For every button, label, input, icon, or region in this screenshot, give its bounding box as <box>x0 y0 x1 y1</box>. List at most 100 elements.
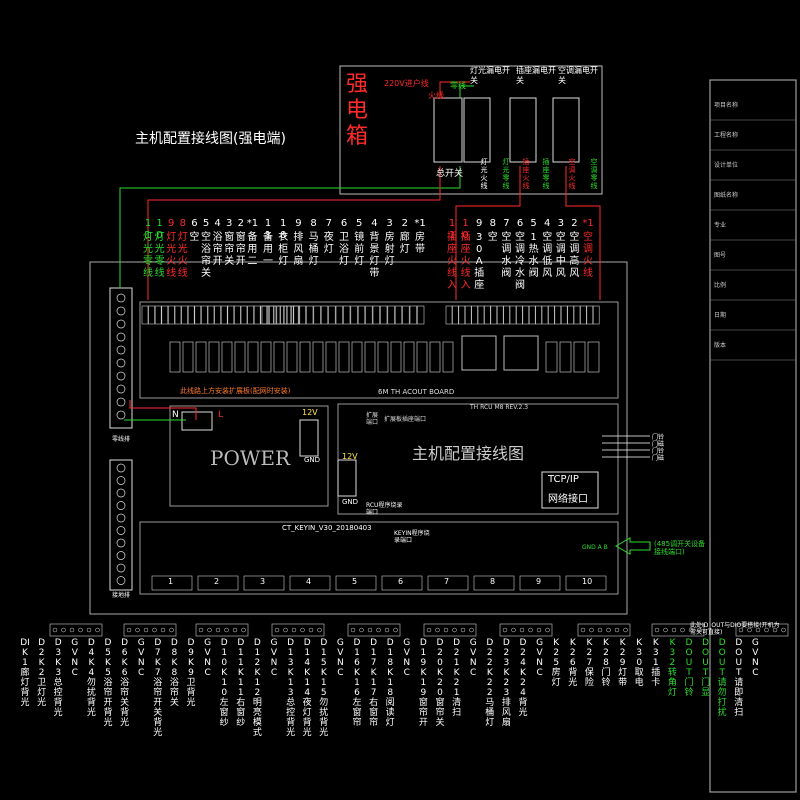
pin <box>597 627 603 633</box>
screw-terminal <box>320 305 329 325</box>
bar-screw <box>116 463 126 473</box>
pin <box>61 627 66 633</box>
bottom-terminal-label: D15 K15 勿扰背光 <box>319 638 329 738</box>
bottom-terminal-label: D10 K10 左窗纱 <box>219 638 229 728</box>
bottom-connector <box>735 623 789 637</box>
bottom-terminal-label: DOUT 门铃 <box>684 638 694 698</box>
v12-label-2: 12V <box>342 452 358 461</box>
pin <box>606 627 611 633</box>
keyin-connector <box>381 575 423 591</box>
zero-label: 零线 <box>450 81 466 90</box>
rcu-board <box>337 403 619 515</box>
relay <box>429 341 441 373</box>
panel-number: 10 <box>582 577 593 586</box>
terminal-label: 衣柜灯 <box>278 232 289 267</box>
pin <box>781 627 786 633</box>
relay <box>403 341 415 373</box>
terminal-number: 6 <box>191 218 198 229</box>
pin <box>589 627 594 633</box>
terminal-number: 8 <box>489 218 496 229</box>
bottom-terminal-label: DI K1 廊灯背光 <box>20 638 30 708</box>
pin <box>215 627 221 633</box>
pin <box>519 627 525 633</box>
bottom-terminal-label: D8 K8 浴帘关 <box>169 638 179 708</box>
keyin-connector <box>473 575 515 591</box>
relay-large <box>461 335 497 371</box>
screw-terminal <box>260 305 268 325</box>
screw-terminal <box>464 305 472 325</box>
screw-terminal <box>181 305 188 325</box>
ground-bar-label: 接地排 <box>112 592 131 599</box>
socket-zero-label: 插座零线 <box>542 158 550 190</box>
screw-terminal <box>214 305 221 325</box>
bottom-terminal-label: D4 K4 勿扰背光 <box>86 638 96 718</box>
screw-terminal <box>580 305 587 325</box>
bottom-terminal-label: DOUT 请勿打扰 <box>717 638 727 718</box>
screw-terminal <box>522 305 530 325</box>
terminal-label: 空浴帘关 <box>201 232 211 279</box>
bottom-connector <box>195 623 249 637</box>
pin <box>697 627 702 633</box>
screw-terminal <box>452 305 459 325</box>
bar-screw <box>116 306 126 316</box>
title-block-row: 项目名称 <box>714 102 739 109</box>
hint-text: 此线路上方安装扩展板(配网时安装) <box>180 387 291 395</box>
screw-terminal <box>174 305 182 325</box>
l-label: L <box>218 410 224 420</box>
panel-number: 3 <box>260 577 266 586</box>
title-block-row: 比例 <box>714 282 727 289</box>
bottom-terminal-label: D3 K3 总控背光 <box>53 638 63 718</box>
relay-board-outline <box>139 301 619 399</box>
screw-terminal <box>592 305 600 325</box>
screw-terminal <box>161 305 169 325</box>
pin <box>772 627 778 633</box>
bottom-terminal-label: D16 K16 左窗帘 <box>352 638 362 728</box>
screw-terminal <box>253 305 261 325</box>
pin <box>536 627 542 633</box>
screw-terminal <box>207 305 215 325</box>
bottom-terminal-label: GVNC <box>751 638 759 678</box>
psu-fire-wire <box>129 400 197 420</box>
pin <box>376 627 381 633</box>
incoming-fire <box>439 81 470 98</box>
screw-terminal <box>541 305 549 325</box>
gnd-label-1: GND <box>304 456 321 464</box>
terminal-number: 2 <box>401 218 408 229</box>
bottom-terminal-label: D23 K23 排风扇 <box>501 638 511 728</box>
pin <box>654 627 660 633</box>
screw-terminal <box>477 305 485 325</box>
net-label: 网络接口 <box>548 494 588 505</box>
pin <box>688 627 694 633</box>
pin <box>460 627 466 633</box>
terminal-label: 房带 <box>415 232 425 255</box>
bottom-connector <box>347 623 401 637</box>
bottom-terminal-label: K27 保险 <box>584 638 594 688</box>
v12-label-1: 12V <box>302 408 318 417</box>
n-l-terminal <box>181 411 213 431</box>
bottom-terminal-label: D9 K9 卫背光 <box>186 638 196 708</box>
bottom-terminal-label: K26 背光 <box>568 638 578 688</box>
bottom-terminal-label: D5 K5 浴帘开背光 <box>103 638 113 728</box>
bottom-terminal-label: D22 K22 马桶灯 <box>485 638 495 728</box>
pin <box>152 627 157 633</box>
relay <box>442 341 454 373</box>
terminal-label: 马桶灯 <box>308 232 319 267</box>
screw-terminal <box>350 305 358 325</box>
pin <box>528 627 533 633</box>
panel-number: 5 <box>352 577 358 586</box>
terminal-label: 灯光火线 <box>166 232 177 279</box>
keyin-connector <box>335 575 377 591</box>
relay <box>390 341 402 373</box>
keyin-connector <box>243 575 285 591</box>
screw-terminal <box>586 305 594 325</box>
keyin-connector <box>565 575 607 591</box>
pin <box>367 627 373 633</box>
screw-terminal <box>343 305 351 325</box>
bottom-terminal-label: GVNC <box>336 638 344 678</box>
screw-terminal <box>528 305 536 325</box>
relay <box>573 341 586 373</box>
relay <box>234 341 246 373</box>
panel-number: 7 <box>444 577 450 586</box>
terminal-number: 2 <box>571 218 578 229</box>
bottom-terminal-label: D24 K24 背光 <box>518 638 528 718</box>
